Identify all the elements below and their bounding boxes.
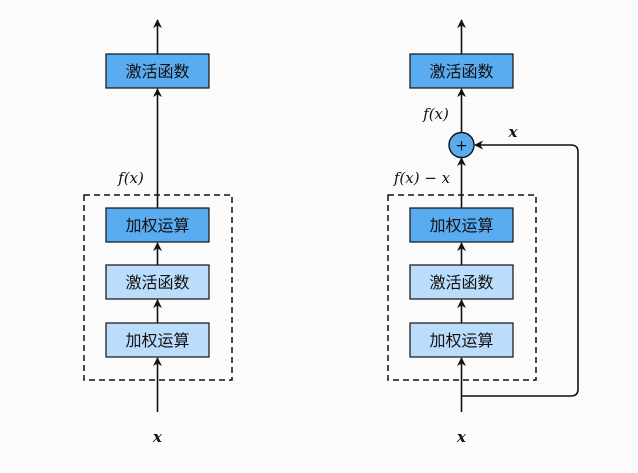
right-weight-box-bottom: [409, 322, 514, 358]
right-activation-box-mid: [409, 264, 514, 300]
right-skip-connection: [461, 140, 579, 397]
left-top-activation-label: 激活函数: [125, 62, 189, 81]
right-input-label: x: [456, 428, 467, 446]
right-weight-label-bottom: 加权运算: [429, 331, 493, 350]
right-weight-box-top: [409, 207, 514, 243]
left-weight-label-bottom: 加权运算: [125, 331, 189, 350]
right-skip-label: x: [508, 123, 519, 141]
right-residual-block: 激活函数 加权运算 激活函数 加权运算 + f(x) x f(x) − x x: [387, 19, 579, 446]
left-input-label: x: [152, 428, 163, 446]
left-output-label: f(x): [117, 169, 144, 187]
right-activation-label-mid: 激活函数: [429, 273, 493, 292]
right-sum-output-label: f(x): [422, 105, 449, 123]
right-top-activation-label: 激活函数: [429, 62, 493, 81]
left-weight-label-top: 加权运算: [125, 216, 189, 235]
left-activation-label-mid: 激活函数: [125, 273, 189, 292]
left-weight-box-bottom: [105, 322, 210, 358]
right-sum-symbol: +: [455, 137, 468, 155]
right-residual-label: f(x) − x: [393, 169, 451, 187]
left-weight-box-top: [105, 207, 210, 243]
right-weight-label-top: 加权运算: [429, 216, 493, 235]
right-top-activation-box: [409, 53, 514, 89]
left-top-activation-box: [105, 53, 210, 89]
left-normal-block: 激活函数 加权运算 激活函数 加权运算 f(x) x: [83, 19, 233, 446]
